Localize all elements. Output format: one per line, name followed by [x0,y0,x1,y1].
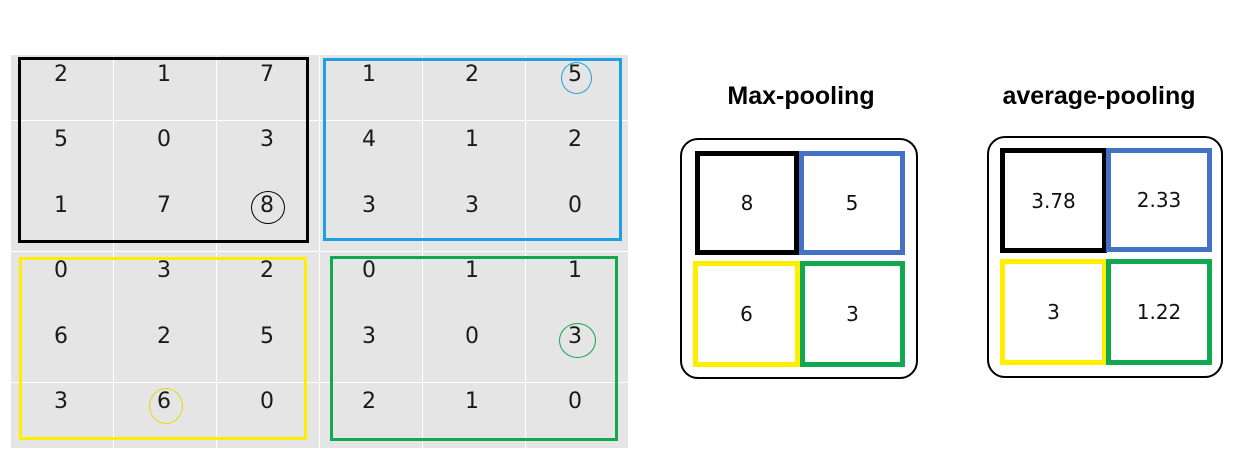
matrix-cell [11,382,113,448]
bottom-left-window-box [19,257,307,440]
matrix-cell [320,382,422,448]
matrix-cell [320,317,422,382]
matrix-cell [217,55,319,120]
avg-pool-cell-top-right: 2.33 [1106,148,1212,252]
matrix-value: 1 [465,127,479,152]
matrix-cell [11,317,113,382]
matrix-value: 2 [260,258,274,283]
avg-pool-cell-top-left: 3.78 [1000,148,1107,253]
matrix-cell [11,251,113,317]
matrix-value: 2 [568,127,582,152]
matrix-value: 2 [362,389,376,414]
matrix-value: 1 [465,389,479,414]
max-pool-cell-top-left: 8 [695,151,799,255]
avg-pool-cell-bottom-right: 1.22 [1106,259,1212,365]
matrix-value: 3 [54,389,68,414]
matrix-value: 1 [465,258,479,283]
top-right-window-box [323,58,622,241]
matrix-value: 3 [260,127,274,152]
matrix-value: 6 [54,324,68,349]
matrix-cell [526,251,628,317]
bottom-right-window-box [330,256,618,441]
matrix-value: 0 [157,127,171,152]
matrix-value: 3 [362,193,376,218]
max-pool-cell-bottom-right: 3 [800,261,905,367]
matrix-value: 2 [465,62,479,87]
matrix-value: 0 [362,258,376,283]
matrix-value: 0 [54,258,68,283]
matrix-cell [423,251,525,317]
matrix-value: 1 [568,258,582,283]
matrix-cell [423,55,525,120]
matrix-value: 3 [362,324,376,349]
matrix-cell [114,251,216,317]
matrix-cell [114,317,216,382]
matrix-cell [11,55,113,120]
matrix-value: 3 [157,258,171,283]
matrix-value: 1 [54,193,68,218]
matrix-cell [217,120,319,186]
matrix-cell [114,55,216,120]
max-marker-top-left [251,191,285,224]
matrix-cell [217,251,319,317]
average-pooling-title: average-pooling [1002,82,1196,110]
matrix-cell [320,251,422,317]
matrix-value: 1 [362,62,376,87]
max-pooling-title: Max-pooling [727,82,875,110]
matrix-value: 2 [54,62,68,87]
matrix-cell [217,382,319,448]
matrix-value: 2 [157,324,171,349]
matrix-value: 0 [568,193,582,218]
max-marker-bottom-left [149,388,183,424]
matrix-value: 0 [260,389,274,414]
top-left-window-box [18,57,309,243]
matrix-value: 7 [157,193,171,218]
matrix-cell [320,120,422,186]
matrix-value: 1 [157,62,171,87]
matrix-value: 5 [54,127,68,152]
max-pool-cell-top-right: 5 [799,151,905,255]
matrix-value: 0 [465,324,479,349]
matrix-cell [114,120,216,186]
matrix-value: 0 [568,389,582,414]
matrix-value: 7 [260,62,274,87]
matrix-cell [526,120,628,186]
matrix-value: 5 [260,324,274,349]
matrix-cell [11,120,113,186]
matrix-value: 4 [362,127,376,152]
matrix-cell [320,55,422,120]
max-pool-cell-bottom-left: 6 [693,261,800,367]
matrix-cell [423,382,525,448]
avg-pool-cell-bottom-left: 3 [1000,259,1107,365]
matrix-cell [217,317,319,382]
max-marker-top-right [561,62,592,94]
max-marker-bottom-right [559,323,596,358]
matrix-value: 3 [465,193,479,218]
matrix-cell [526,382,628,448]
matrix-cell [423,317,525,382]
matrix-cell [423,120,525,186]
